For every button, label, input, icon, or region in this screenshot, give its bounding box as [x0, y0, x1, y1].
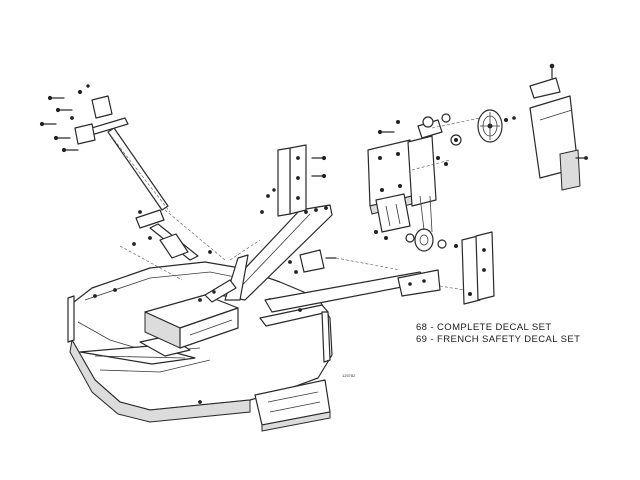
legend-item-68: 68 - COMPLETE DECAL SET	[416, 322, 580, 334]
legend-number: 69	[416, 334, 428, 345]
mower-deck	[67, 261, 333, 432]
legend-separator: -	[427, 334, 438, 345]
upright-bracket	[266, 144, 327, 217]
drawing-number: 125782	[342, 373, 356, 378]
side-mount-bracket	[439, 231, 495, 305]
top-link-assembly	[39, 84, 226, 281]
drive-pulley	[477, 109, 516, 143]
legend-separator: -	[427, 322, 438, 333]
misc-hardware	[198, 210, 401, 302]
legend-label: COMPLETE DECAL SET	[437, 322, 552, 333]
legend-number: 68	[416, 322, 428, 333]
hardware-bolts-left	[39, 84, 212, 254]
gearbox-assembly	[367, 113, 481, 240]
pivot-link	[288, 249, 337, 274]
legend-label: FRENCH SAFETY DECAL SET	[437, 334, 581, 345]
belt-shield	[529, 63, 588, 191]
lower-pulley	[405, 195, 458, 252]
hitch-a-frame	[204, 204, 441, 313]
decal-legend: 68 - COMPLETE DECAL SET 69 - FRENCH SAFE…	[416, 322, 580, 346]
legend-item-69: 69 - FRENCH SAFETY DECAL SET	[416, 334, 580, 346]
